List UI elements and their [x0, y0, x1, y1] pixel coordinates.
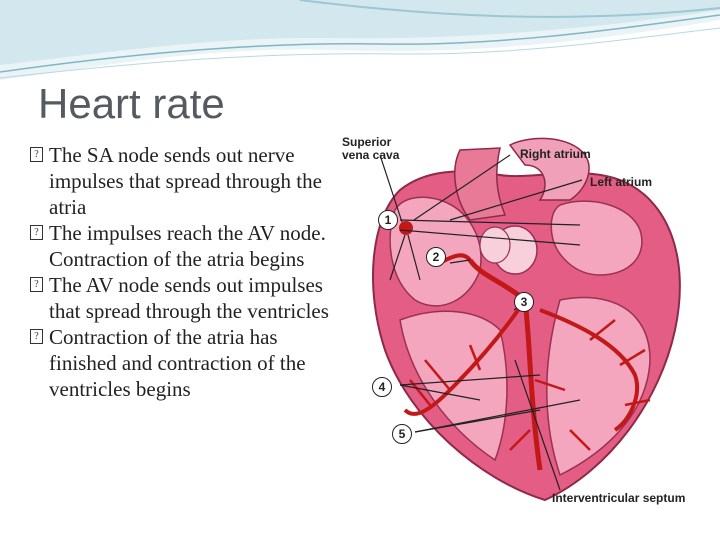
label-superior-vena-cava-line1: Superior: [342, 135, 392, 149]
bullet-text: Contraction of the atria has finished an…: [49, 325, 306, 401]
decorative-wave-header: [0, 0, 720, 80]
label-left-atrium: Left atrium: [590, 175, 653, 189]
marker-5: 5: [392, 424, 412, 444]
heart-conduction-diagram: Superior vena cava Right atrium Left atr…: [330, 130, 710, 510]
missing-glyph-icon: ?: [30, 147, 43, 162]
marker-3: 3: [514, 292, 534, 312]
marker-2: 2: [426, 247, 446, 267]
label-interventricular-septum: Interventricular septum: [552, 491, 686, 505]
slide-title: Heart rate: [38, 80, 225, 127]
missing-glyph-icon: ?: [30, 277, 43, 292]
label-superior-vena-cava-line2: vena cava: [342, 148, 400, 162]
bullet-text: The AV node sends out impulses that spre…: [49, 273, 329, 323]
bullet-item: ? The AV node sends out impulses that sp…: [30, 272, 340, 324]
bullet-item: ? Contraction of the atria has finished …: [30, 324, 340, 402]
bullet-item: ? The impulses reach the AV node. Contra…: [30, 220, 340, 272]
bullet-text: The SA node sends out nerve impulses tha…: [49, 143, 322, 219]
marker-4: 4: [372, 377, 392, 397]
heart-illustration: [372, 137, 681, 502]
marker-1: 1: [378, 210, 398, 230]
bullet-text: The impulses reach the AV node. Contract…: [49, 221, 326, 271]
missing-glyph-icon: ?: [30, 225, 43, 240]
missing-glyph-icon: ?: [30, 329, 43, 344]
label-right-atrium: Right atrium: [520, 147, 591, 161]
bullet-list: ? The SA node sends out nerve impulses t…: [30, 142, 340, 402]
bullet-item: ? The SA node sends out nerve impulses t…: [30, 142, 340, 220]
